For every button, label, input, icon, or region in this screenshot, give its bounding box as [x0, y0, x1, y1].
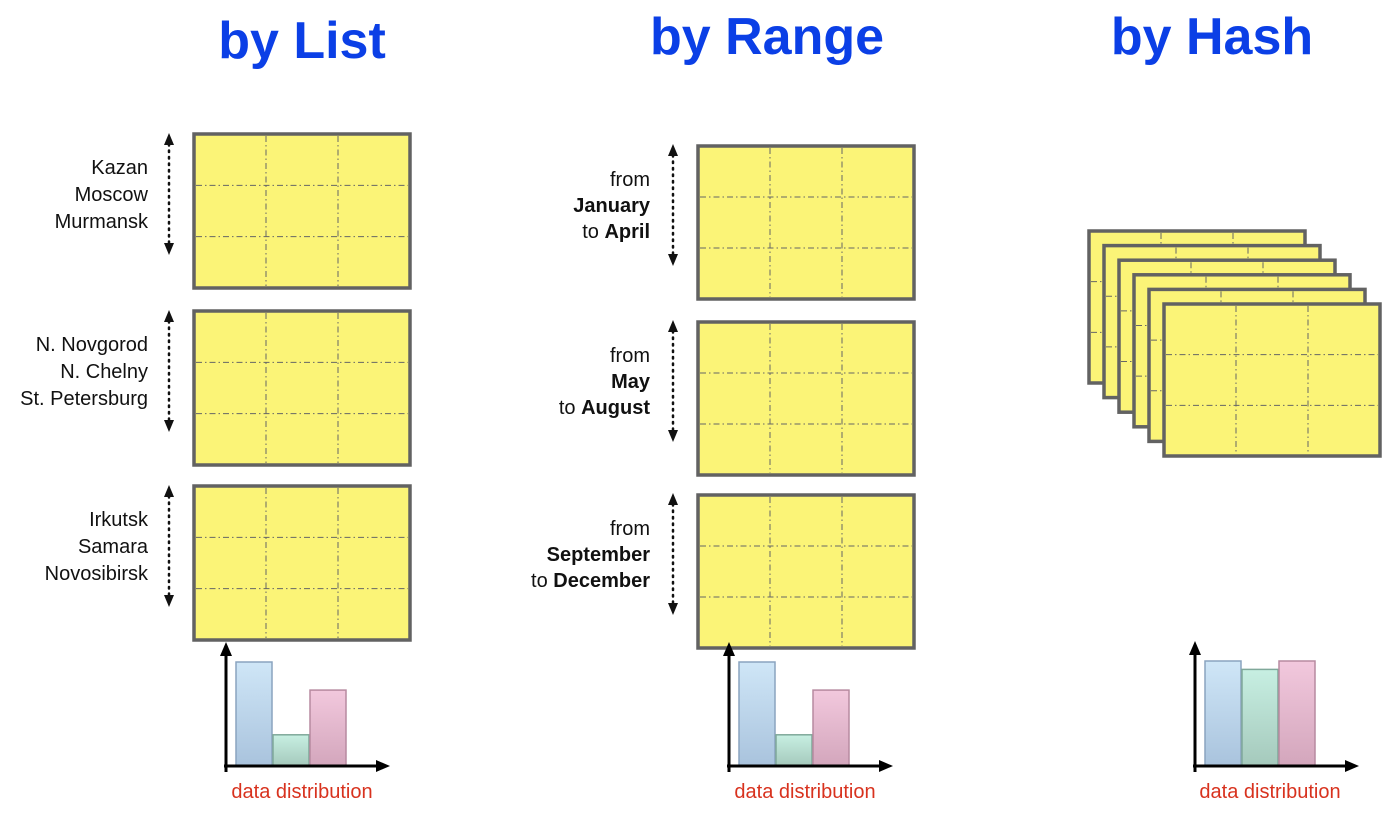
label-part: to: [559, 397, 581, 419]
range-partition-1: [696, 144, 916, 301]
range-distribution-chart: [723, 642, 893, 772]
partition-label-line: N. Chelny: [60, 361, 148, 383]
arrow-down-head: [668, 430, 678, 442]
label-bold-part: April: [604, 221, 650, 243]
partition-label-line: Novosibirsk: [45, 563, 149, 585]
distribution-bar-3: [812, 689, 850, 767]
x-axis-arrow: [879, 760, 893, 772]
hash-partitioning-section: [1087, 229, 1382, 772]
partition-label-line: May: [611, 371, 651, 393]
list-partition-2: [192, 309, 412, 467]
partition-label-line: N. Novgorod: [36, 334, 148, 356]
label-part: Samara: [78, 536, 149, 558]
arrow-up-head: [164, 485, 174, 497]
distribution-bar-1: [1204, 660, 1242, 767]
arrow-down-head: [164, 420, 174, 432]
x-axis-arrow: [376, 760, 390, 772]
label-part: Novosibirsk: [45, 563, 149, 585]
partition-label-line: from: [610, 518, 650, 540]
arrow-up-head: [164, 133, 174, 145]
label-bold-part: December: [553, 570, 650, 592]
distribution-bar-2: [1241, 668, 1279, 767]
label-part: from: [610, 169, 650, 191]
partition-box: [192, 309, 412, 467]
partition-label-line: Samara: [78, 536, 149, 558]
label-part: Irkutsk: [89, 509, 149, 531]
list-partition-1: [192, 132, 412, 290]
partition-label-line: Moscow: [75, 184, 149, 206]
label-bold-part: May: [611, 371, 651, 393]
partition-box: [696, 320, 916, 477]
arrow-down-head: [164, 595, 174, 607]
partition-box: [696, 493, 916, 650]
partition-label-line: January: [573, 195, 651, 217]
label-part: to: [582, 221, 604, 243]
range-arrow: [668, 320, 678, 442]
arrow-up-head: [164, 310, 174, 322]
partition-label-line: from: [610, 345, 650, 367]
partition-box: [696, 144, 916, 301]
range-distribution-label: data distribution: [734, 781, 875, 803]
partition-label-line: St. Petersburg: [20, 388, 148, 410]
y-axis-arrow: [1189, 641, 1201, 655]
hash-distribution-label: data distribution: [1199, 781, 1340, 803]
label-part: to: [531, 570, 553, 592]
range-arrow: [668, 493, 678, 615]
range-arrow: [164, 133, 174, 255]
label-bold-part: August: [581, 397, 650, 419]
label-part: N. Chelny: [60, 361, 148, 383]
distribution-bar-2: [775, 734, 813, 767]
x-axis-arrow: [1345, 760, 1359, 772]
y-axis-arrow: [723, 642, 735, 656]
partition-label-line: to December: [531, 570, 650, 592]
range-arrow: [164, 310, 174, 432]
range-partition-2: [696, 320, 916, 477]
range-arrow: [668, 144, 678, 266]
distribution-bar-3: [309, 689, 347, 767]
arrow-down-head: [164, 243, 174, 255]
partition-label-line: Murmansk: [55, 211, 149, 233]
list-distribution-chart: [220, 642, 390, 772]
partition-box: [192, 484, 412, 642]
label-part: from: [610, 518, 650, 540]
range-partition-3: [696, 493, 916, 650]
distribution-bar-3: [1278, 660, 1316, 767]
label-part: from: [610, 345, 650, 367]
distribution-bar-1: [235, 661, 273, 767]
partition-label-line: Kazan: [91, 157, 148, 179]
title-by-list: by List: [218, 12, 386, 70]
label-bold-part: September: [547, 544, 651, 566]
label-part: St. Petersburg: [20, 388, 148, 410]
list-distribution-label: data distribution: [231, 781, 372, 803]
label-part: Murmansk: [55, 211, 149, 233]
arrow-down-head: [668, 603, 678, 615]
title-by-hash: by Hash: [1111, 8, 1313, 66]
arrow-up-head: [668, 493, 678, 505]
list-partition-3: [192, 484, 412, 642]
range-arrow: [164, 485, 174, 607]
title-by-range: by Range: [650, 8, 884, 66]
distribution-bar-2: [272, 734, 310, 767]
label-bold-part: January: [573, 195, 651, 217]
arrow-down-head: [668, 254, 678, 266]
hash-distribution-chart: [1189, 641, 1359, 772]
y-axis-arrow: [220, 642, 232, 656]
hash-partition-6: [1162, 302, 1382, 458]
partition-label-line: Irkutsk: [89, 509, 149, 531]
partition-label-line: to April: [582, 221, 650, 243]
partition-label-line: to August: [559, 397, 650, 419]
partition-box: [1162, 302, 1382, 458]
label-part: Moscow: [75, 184, 149, 206]
arrow-up-head: [668, 144, 678, 156]
distribution-bar-1: [738, 661, 776, 767]
partition-label-line: from: [610, 169, 650, 191]
label-part: Kazan: [91, 157, 148, 179]
partition-box: [192, 132, 412, 290]
label-part: N. Novgorod: [36, 334, 148, 356]
partition-label-line: September: [547, 544, 651, 566]
arrow-up-head: [668, 320, 678, 332]
